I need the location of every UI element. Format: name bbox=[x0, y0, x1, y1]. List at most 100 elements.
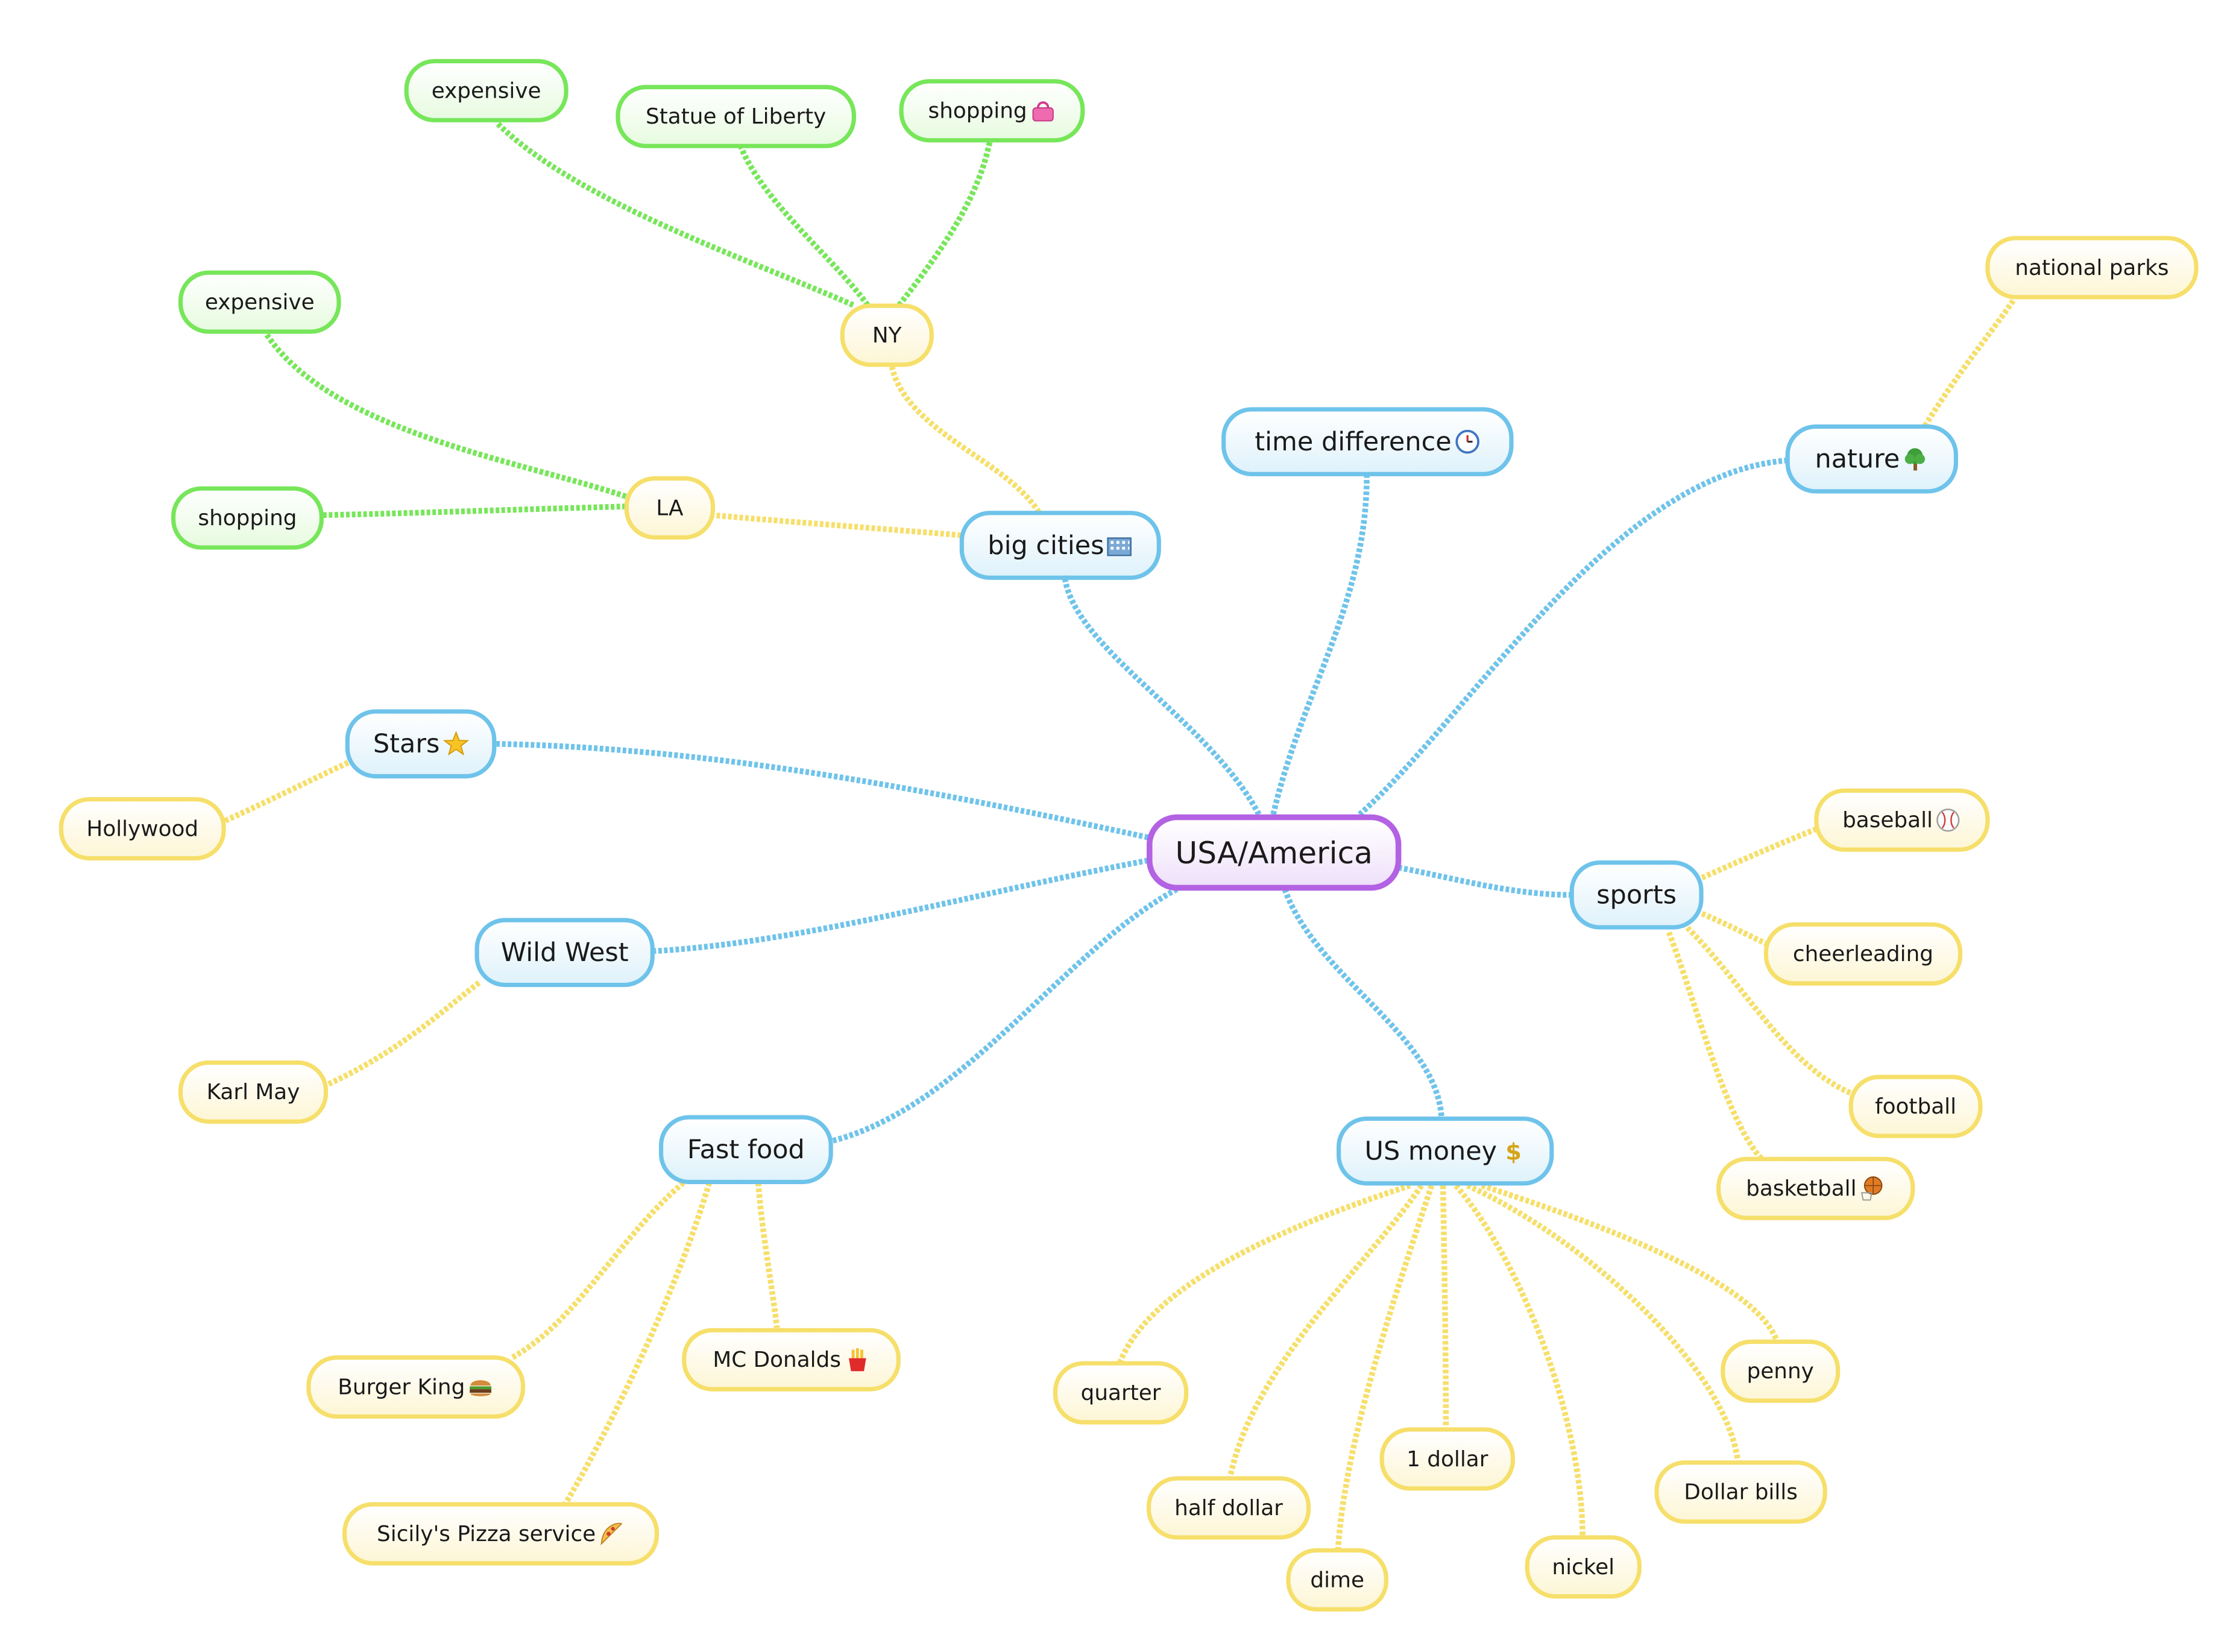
edge-root-fast-food bbox=[831, 886, 1179, 1144]
leaf-label: national parks bbox=[2015, 254, 2169, 281]
fries-icon bbox=[844, 1347, 870, 1373]
edge-sports-baseball bbox=[1701, 826, 1818, 881]
la-expensive[interactable]: expensive bbox=[178, 270, 341, 334]
leaf-national-parks[interactable]: national parks bbox=[1985, 236, 2199, 300]
branch-label: nature bbox=[1815, 444, 1900, 474]
star-icon bbox=[443, 731, 469, 757]
branch-us-money[interactable]: US money $ bbox=[1337, 1116, 1554, 1186]
branch-label: US money bbox=[1364, 1136, 1498, 1167]
edge-wild-west-karl-may bbox=[322, 980, 481, 1089]
branch-stars[interactable]: Stars bbox=[345, 709, 497, 779]
handbag-icon bbox=[1030, 98, 1056, 124]
leaf-label: expensive bbox=[204, 289, 315, 315]
ny-expensive[interactable]: expensive bbox=[404, 58, 569, 122]
leaf-label: dime bbox=[1310, 1566, 1364, 1593]
leaf-label: half dollar bbox=[1174, 1495, 1283, 1521]
branch-label: time difference bbox=[1255, 426, 1452, 457]
leaf-label: Hollywood bbox=[86, 816, 199, 842]
leaf-label: Burger King bbox=[338, 1374, 465, 1401]
edge-money-nickel bbox=[1454, 1184, 1586, 1537]
city-label: NY bbox=[872, 322, 902, 348]
city-label: LA bbox=[656, 494, 684, 521]
edge-la-shopping bbox=[322, 503, 626, 519]
office-building-icon bbox=[1107, 532, 1133, 558]
edge-big-cities-la bbox=[711, 512, 962, 538]
leaf-basketball[interactable]: basketball bbox=[1716, 1156, 1915, 1220]
branch-label: big cities bbox=[987, 530, 1104, 561]
branch-label: Wild West bbox=[500, 937, 629, 968]
leaf-label: Dollar bills bbox=[1684, 1479, 1798, 1505]
branch-fast-food[interactable]: Fast food bbox=[658, 1115, 833, 1185]
dollar-icon: $ bbox=[1500, 1138, 1526, 1164]
leaf-half-dollar[interactable]: half dollar bbox=[1147, 1476, 1311, 1540]
leaf-label: penny bbox=[1747, 1358, 1814, 1384]
branch-sports[interactable]: sports bbox=[1569, 860, 1704, 930]
leaf-baseball[interactable]: baseball bbox=[1814, 788, 1990, 852]
leaf-penny[interactable]: penny bbox=[1721, 1339, 1841, 1403]
edge-sports-football bbox=[1681, 921, 1853, 1097]
edge-root-stars bbox=[496, 741, 1149, 840]
edge-ny-shopping bbox=[896, 140, 993, 307]
edge-money-one-dollar bbox=[1440, 1185, 1449, 1429]
edge-money-half-dollar bbox=[1227, 1184, 1424, 1478]
leaf-nickel[interactable]: nickel bbox=[1525, 1535, 1642, 1599]
edge-root-big-cities bbox=[1062, 575, 1262, 816]
leaf-label: 1 dollar bbox=[1406, 1446, 1488, 1472]
leaf-label: football bbox=[1875, 1093, 1957, 1120]
leaf-label: basketball bbox=[1746, 1175, 1857, 1202]
leaf-mc-donalds[interactable]: MC Donalds bbox=[682, 1328, 901, 1392]
edge-root-wild-west bbox=[654, 857, 1149, 954]
svg-text:$: $ bbox=[1505, 1139, 1521, 1164]
leaf-quarter[interactable]: quarter bbox=[1053, 1361, 1189, 1425]
branch-time-difference[interactable]: time difference bbox=[1221, 407, 1514, 476]
edge-la-expensive bbox=[263, 332, 627, 499]
city-ny[interactable]: NY bbox=[840, 303, 934, 367]
branch-label: sports bbox=[1596, 880, 1677, 910]
edge-sports-cheerleading bbox=[1701, 910, 1768, 947]
la-shopping[interactable]: shopping bbox=[171, 486, 324, 550]
branch-nature[interactable]: nature bbox=[1785, 424, 1958, 494]
leaf-dime[interactable]: dime bbox=[1286, 1548, 1388, 1612]
baseball-icon bbox=[1936, 807, 1962, 833]
edge-nature-national-parks bbox=[1922, 297, 2017, 427]
leaf-one-dollar[interactable]: 1 dollar bbox=[1379, 1427, 1515, 1491]
leaf-cheerleading[interactable]: cheerleading bbox=[1763, 922, 1963, 986]
edge-root-nature bbox=[1358, 457, 1787, 817]
clock-icon bbox=[1454, 429, 1480, 455]
edge-sports-basketball bbox=[1666, 931, 1765, 1162]
root-node[interactable]: USA/America bbox=[1147, 814, 1402, 891]
leaf-label: Sicily's Pizza service bbox=[377, 1521, 596, 1547]
leaf-label: quarter bbox=[1080, 1379, 1161, 1406]
branch-big-cities[interactable]: big cities bbox=[959, 511, 1161, 580]
leaf-sicilys-pizza[interactable]: Sicily's Pizza service bbox=[342, 1502, 659, 1566]
edge-money-quarter bbox=[1117, 1182, 1411, 1366]
leaf-hollywood[interactable]: Hollywood bbox=[58, 797, 226, 861]
leaf-label: shopping bbox=[928, 98, 1027, 124]
leaf-football[interactable]: football bbox=[1848, 1074, 1983, 1138]
edge-money-penny bbox=[1481, 1182, 1780, 1342]
edge-stars-hollywood bbox=[221, 760, 350, 825]
root-label: USA/America bbox=[1175, 835, 1373, 870]
leaf-dollar-bills[interactable]: Dollar bills bbox=[1654, 1460, 1827, 1524]
leaf-karl-may[interactable]: Karl May bbox=[178, 1060, 329, 1124]
leaf-label: shopping bbox=[198, 505, 297, 531]
tree-icon bbox=[1903, 446, 1929, 472]
edge-big-cities-ny bbox=[889, 366, 1042, 514]
edge-fast-food-burger-king bbox=[509, 1181, 685, 1361]
edge-money-dime bbox=[1335, 1184, 1435, 1550]
branch-label: Fast food bbox=[687, 1134, 805, 1165]
leaf-label: MC Donalds bbox=[713, 1346, 842, 1373]
ny-statue-of-liberty[interactable]: Statue of Liberty bbox=[616, 84, 856, 148]
pizza-icon bbox=[599, 1521, 625, 1546]
leaf-burger-king[interactable]: Burger King bbox=[306, 1355, 526, 1419]
leaf-label: nickel bbox=[1552, 1554, 1615, 1580]
burger-icon bbox=[468, 1374, 494, 1400]
leaf-label: cheerleading bbox=[1792, 941, 1934, 967]
city-la[interactable]: LA bbox=[624, 476, 716, 540]
branch-wild-west[interactable]: Wild West bbox=[474, 918, 655, 988]
ny-shopping[interactable]: shopping bbox=[899, 79, 1085, 143]
branch-label: Stars bbox=[373, 728, 440, 759]
leaf-label: Statue of Liberty bbox=[646, 103, 827, 130]
